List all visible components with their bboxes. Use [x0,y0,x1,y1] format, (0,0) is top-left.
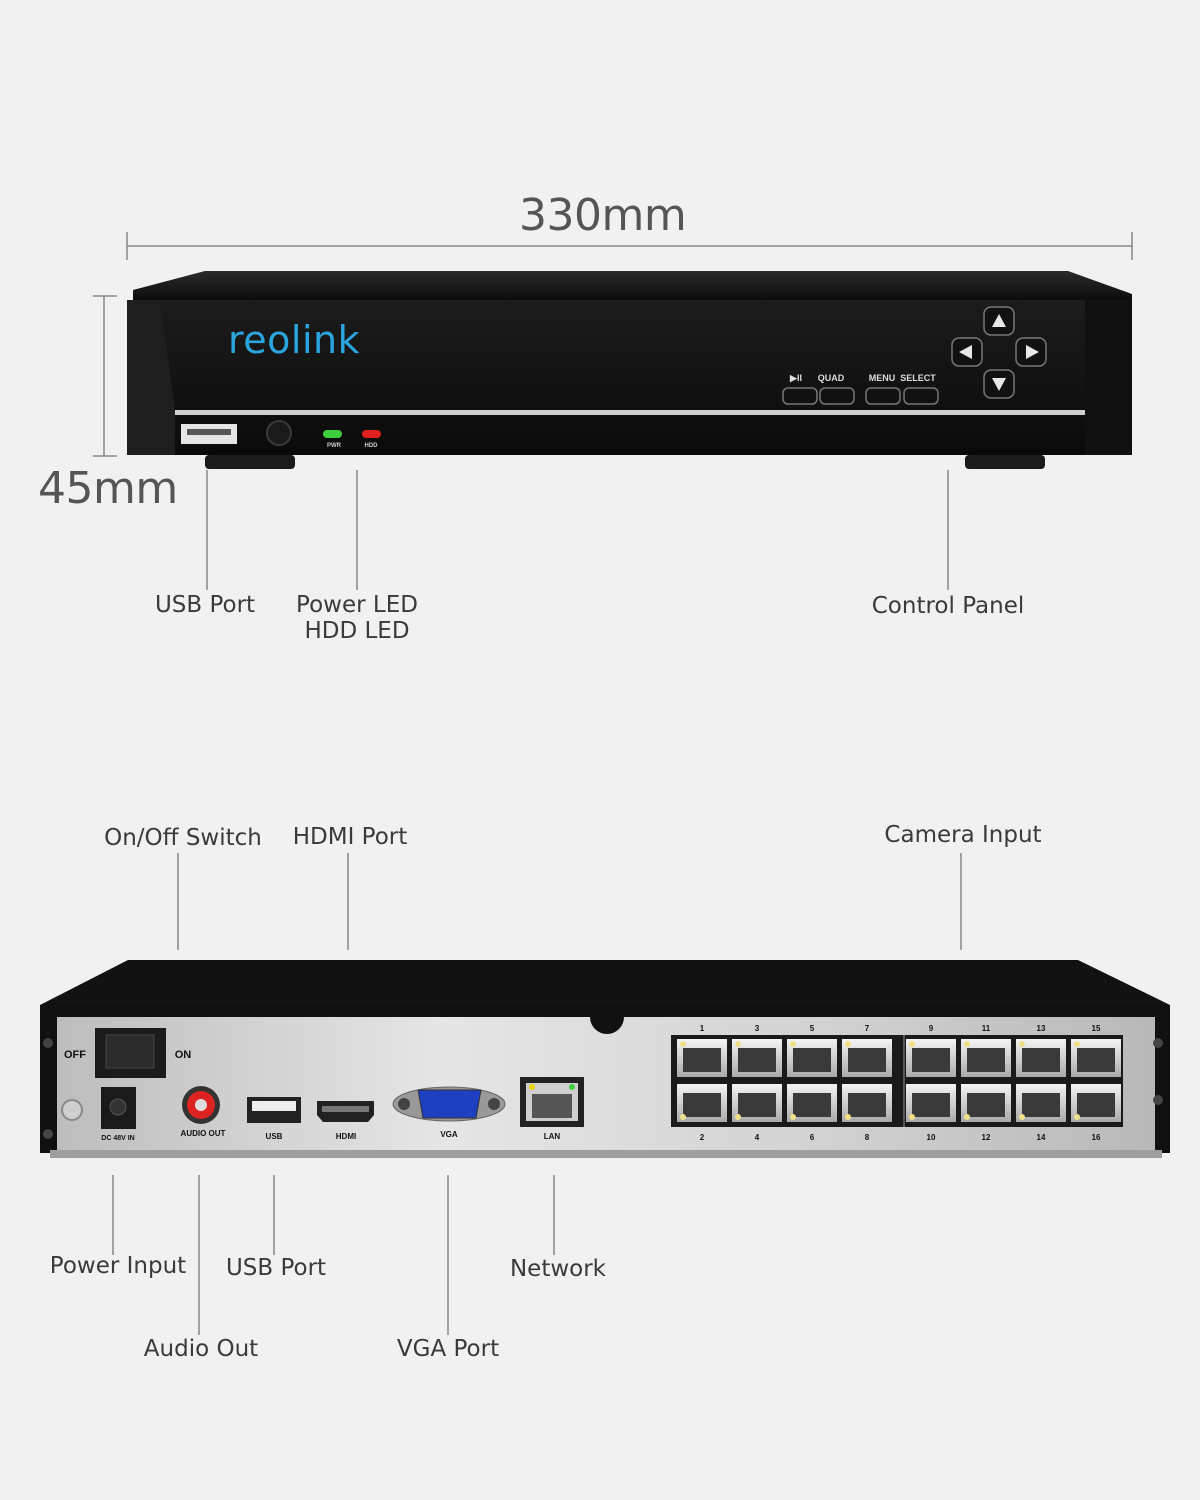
hdd-led-label: HDD [365,443,379,449]
hdmi-label: HDMI [336,1132,356,1141]
select-button-label: SELECT [900,373,936,383]
camera-port [961,1039,1011,1077]
port-number: 6 [810,1133,815,1142]
callout-hdd-led: HDD LED [304,618,410,644]
callout-front-usb-port: USB Port [154,592,256,618]
port-number: 2 [700,1133,705,1142]
port-number: 9 [929,1024,934,1033]
port-number: 12 [982,1133,991,1142]
on-label: ON [175,1049,192,1061]
callout-on-off-switch: On/Off Switch [104,825,262,851]
vga-label: VGA [440,1130,458,1139]
port-number: 11 [982,1024,991,1033]
camera-port [961,1084,1011,1122]
port-number: 1 [700,1024,705,1033]
front-callout-lines [206,470,949,590]
dc-in-label: DC 48V IN [101,1135,134,1142]
port-number: 3 [755,1024,760,1033]
camera-port [1071,1039,1121,1077]
callout-vga-port: VGA Port [396,1336,500,1362]
port-number: 4 [755,1133,760,1142]
menu-button-label: MENU [869,373,896,383]
camera-port [842,1084,892,1122]
back-callout-lines [112,853,962,1335]
port-number: 14 [1037,1133,1046,1142]
callout-back-usb-port: USB Port [225,1255,327,1281]
camera-port [732,1039,782,1077]
callout-camera-input: Camera Input [884,822,1042,848]
callout-hdmi-port: HDMI Port [292,824,408,850]
port-numbers-bottom: 2 4 6 8 10 12 14 16 [700,1133,1101,1142]
off-label: OFF [64,1049,86,1061]
camera-port [677,1084,727,1122]
camera-port [1016,1084,1066,1122]
port-number: 10 [927,1133,936,1142]
port-number: 15 [1092,1024,1101,1033]
width-dimension-line [126,232,1133,260]
port-number: 8 [865,1133,870,1142]
callout-power-led: Power LED [296,592,418,618]
quad-button-label: QUAD [818,373,845,383]
port-number: 7 [865,1024,870,1033]
camera-port [842,1039,892,1077]
camera-port [906,1084,956,1122]
camera-port-grid [677,1039,1121,1122]
camera-port [1016,1039,1066,1077]
callout-power-input: Power Input [49,1253,187,1279]
height-dimension-line [93,295,117,457]
play-pause-button-label: ▶II [789,373,802,383]
height-dimension-label: 45mm [38,463,178,514]
camera-port [906,1039,956,1077]
camera-port [787,1084,837,1122]
callout-control-panel: Control Panel [871,593,1025,619]
camera-port [732,1084,782,1122]
width-dimension-label: 330mm [519,190,687,241]
port-number: 13 [1037,1024,1046,1033]
camera-port [787,1039,837,1077]
audio-out-label: AUDIO OUT [181,1129,226,1138]
port-number: 5 [810,1024,815,1033]
nvr-front-view [127,271,1132,469]
reolink-logo: reolink [228,318,361,362]
port-number: 16 [1092,1133,1101,1142]
camera-port [1071,1084,1121,1122]
pwr-led-label: PWR [327,443,342,449]
lan-label: LAN [544,1132,561,1141]
camera-port [677,1039,727,1077]
usb-label: USB [266,1132,283,1141]
callout-network: Network [509,1256,607,1282]
callout-audio-out: Audio Out [143,1336,259,1362]
